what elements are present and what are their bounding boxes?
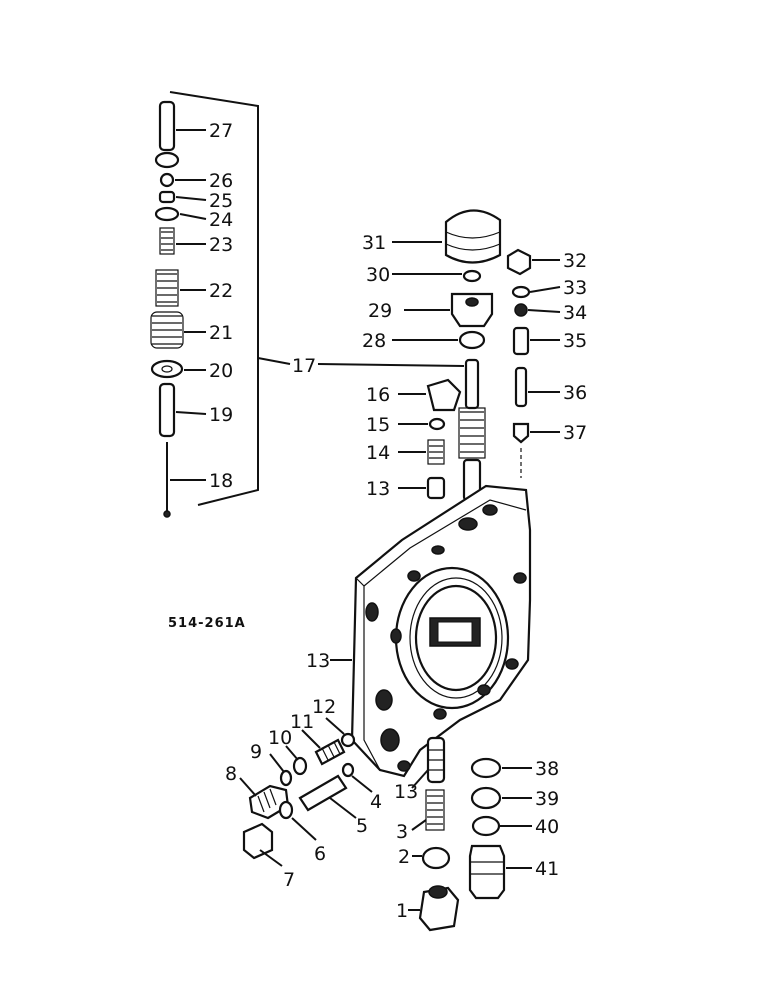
callout-36: 35 [563,330,587,352]
lower-center-parts [418,736,460,932]
drawing-code: 514-261A [168,616,246,631]
callout-28: 27 [209,120,233,142]
lower-right-parts [468,757,506,900]
callout-8: 8 [225,763,237,785]
callout-41: 40 [535,816,559,838]
callout-30: 29 [368,300,392,322]
callout-9: 9 [250,741,262,763]
callout-12: 12 [312,696,336,718]
center-parts [426,209,502,502]
callout-22: 21 [209,322,233,344]
callout-38: 37 [563,422,587,444]
callout-37: 36 [563,382,587,404]
callout-27: 26 [209,170,233,192]
callout-1: 1 [396,900,408,922]
callout-25: 24 [209,209,233,231]
callout-16: 15 [366,414,390,436]
relief-valve-stack [150,91,291,518]
callout-33: 32 [563,250,587,272]
callout-13-housing: 13 [306,650,330,672]
callout-20: 19 [209,404,233,426]
callout-31: 30 [366,264,390,286]
callout-15: 14 [366,442,390,464]
lower-center-leaders [408,769,429,911]
callout-42: 41 [535,858,559,880]
callout-6: 6 [314,843,326,865]
callout-21: 20 [209,360,233,382]
callout-10: 10 [268,727,292,749]
left-leaders [170,129,207,481]
lower-left-leaders [239,717,373,867]
callout-14: 13 [366,478,390,500]
callout-19: 18 [209,470,233,492]
callout-32: 31 [362,232,386,254]
callout-4: 4 [370,791,382,813]
callout-7: 7 [283,869,295,891]
callout-3: 3 [396,821,408,843]
callout-24: 23 [209,234,233,256]
callout-17: 16 [366,384,390,406]
callout-13-fitting: 13 [394,781,418,803]
callout-23: 22 [209,280,233,302]
lower-right-leaders [500,767,532,869]
valve-housing [350,484,532,778]
callout-26: 25 [209,190,233,212]
callout-35: 34 [563,302,587,324]
lower-left-parts [242,732,356,860]
callout-11: 11 [290,711,314,733]
callout-18: 17 [292,355,316,377]
right-top-leaders [527,259,561,433]
callout-34: 33 [563,277,587,299]
callout-2: 2 [398,846,410,868]
right-top-parts [506,248,532,478]
callout-40: 39 [535,788,559,810]
callout-5: 5 [356,815,368,837]
center-leaders [317,241,465,489]
callout-29: 28 [362,330,386,352]
callout-39: 38 [535,758,559,780]
